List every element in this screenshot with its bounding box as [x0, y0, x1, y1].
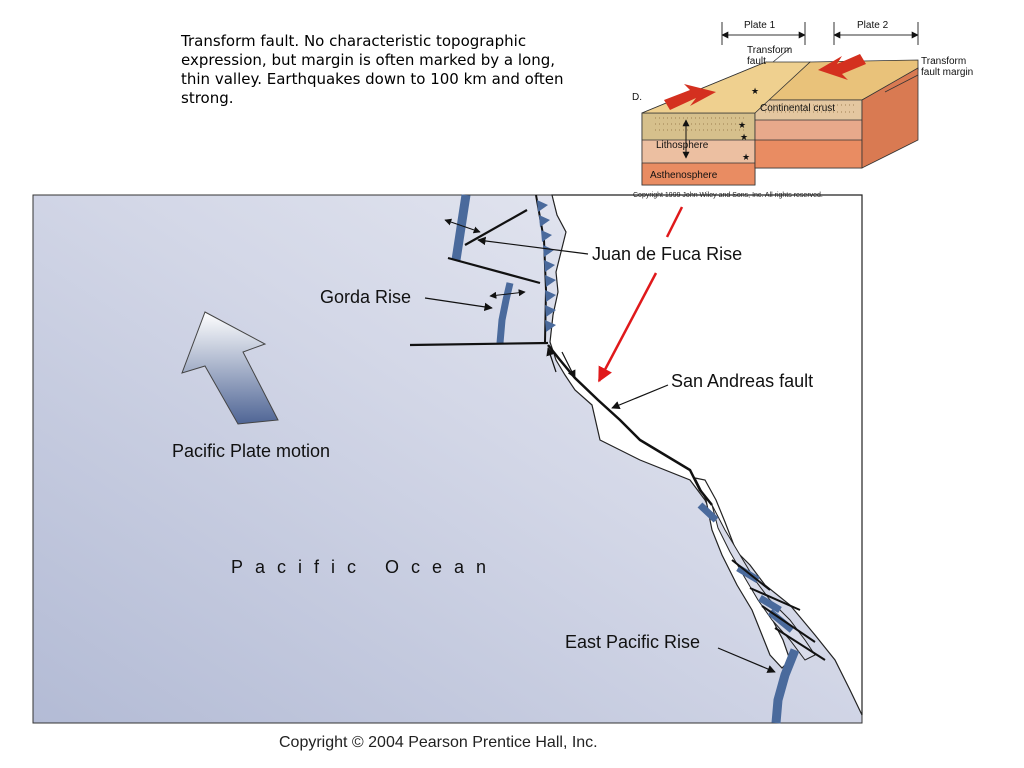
map-copyright: Copyright © 2004 Pearson Prentice Hall, …	[279, 734, 598, 751]
east-pacific-rise-ridge	[771, 648, 800, 724]
continental-crust-label: Continental crust	[760, 103, 836, 114]
transform-fault-margin-label: Transform fault margin	[921, 56, 974, 78]
transform-fault-label: Transform fault	[747, 45, 793, 67]
lithosphere-label: Lithosphere	[656, 140, 709, 151]
transform-fault-block-diagram: ★ ★ ★ ★	[641, 22, 919, 186]
red-pointer-line-1	[665, 206, 684, 238]
svg-text:★: ★	[751, 86, 759, 96]
fault-motion-arrow-1	[561, 351, 576, 379]
gulf-ridge-segments	[697, 502, 826, 661]
svg-text:★: ★	[742, 152, 750, 162]
juan-de-fuca-leader	[477, 236, 589, 255]
description-text: Transform fault. No characteristic topog…	[181, 32, 564, 107]
mendocino-fracture	[409, 341, 549, 347]
plate2-label: Plate 2	[857, 20, 889, 31]
gorda-leader	[424, 297, 493, 312]
spread-arrow-2	[489, 289, 526, 299]
spread-arrow-1	[444, 218, 481, 234]
red-pointer-line-2	[597, 272, 658, 383]
juan-de-fuca-rise-label: Juan de Fuca Rise	[592, 244, 743, 264]
san-andreas-leader	[611, 384, 669, 410]
san-andreas-fault-line	[547, 344, 713, 506]
pacific-ocean-label: Pacific Ocean	[231, 557, 499, 577]
plate1-label: Plate 1	[744, 20, 776, 31]
block-copyright: Copyright 1999 John Wiley and Sons, Inc.…	[633, 192, 823, 199]
subduction-teeth	[537, 200, 556, 332]
fracture-zone-2	[447, 256, 541, 285]
panel-letter: D.	[632, 92, 642, 103]
pacific-plate-motion-arrow	[181, 311, 279, 425]
san-andreas-fault-label: San Andreas fault	[671, 371, 814, 391]
fracture-zone-1	[464, 209, 528, 246]
pacific-plate-motion-label: Pacific Plate motion	[172, 441, 331, 461]
svg-text:★: ★	[740, 132, 748, 142]
svg-text:★: ★	[738, 120, 746, 130]
east-pacific-leader	[717, 647, 776, 673]
fault-motion-arrow-2	[546, 347, 557, 373]
gorda-rise-label: Gorda Rise	[320, 287, 412, 307]
east-pacific-rise-label: East Pacific Rise	[565, 632, 701, 652]
asthenosphere-label: Asthenosphere	[650, 170, 718, 181]
